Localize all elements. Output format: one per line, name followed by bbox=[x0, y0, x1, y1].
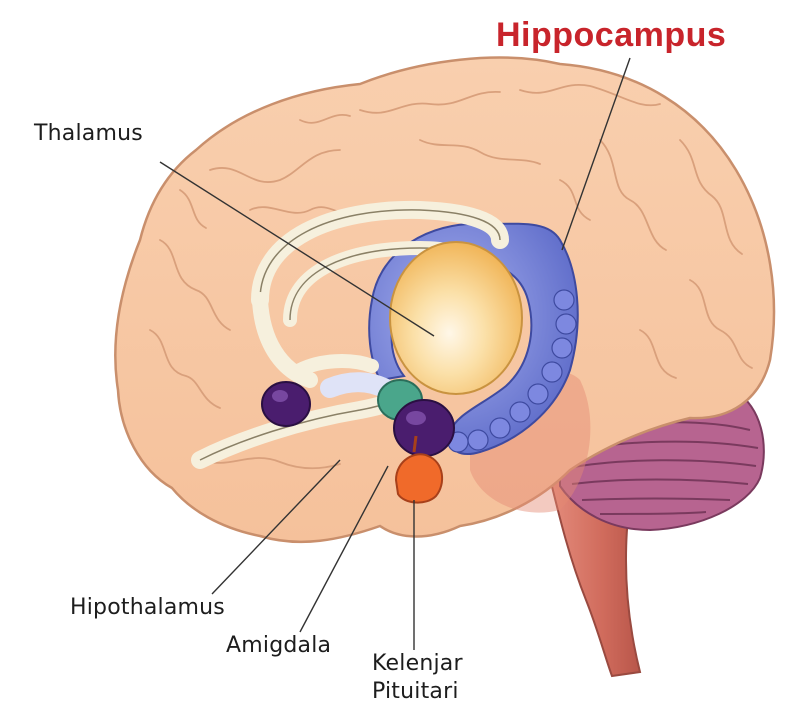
label-kelenjar-line1: Kelenjar bbox=[372, 651, 463, 676]
label-thalamus: Thalamus bbox=[34, 121, 143, 146]
label-hipothalamus: Hipothalamus bbox=[70, 595, 225, 620]
thalamus-structure bbox=[389, 241, 523, 395]
pituitary-structure bbox=[394, 435, 444, 504]
leader-lines bbox=[159, 57, 631, 650]
label-kelenjar-line2: Pituitari bbox=[372, 678, 459, 704]
amygdala-structure bbox=[261, 381, 455, 457]
label-kelenjar-pituitari: Kelenjar Pituitari bbox=[372, 650, 463, 705]
hippocampus-structure bbox=[368, 222, 579, 455]
label-amigdala: Amigdala bbox=[226, 633, 332, 658]
label-hippocampus: Hippocampus bbox=[496, 16, 727, 54]
